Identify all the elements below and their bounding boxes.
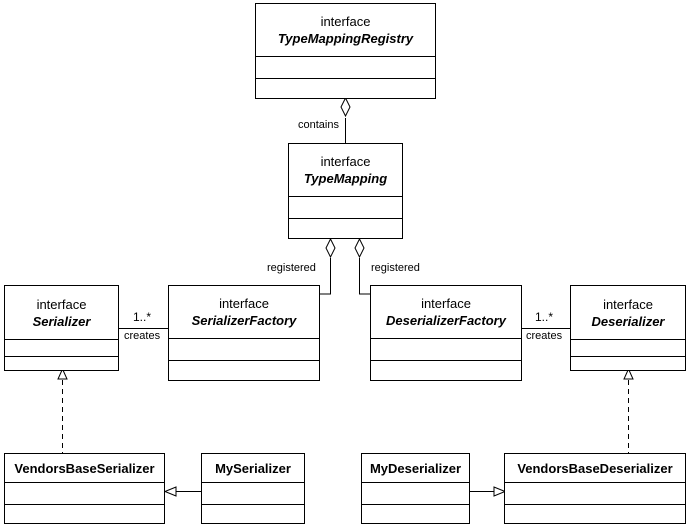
attributes-compartment [5, 483, 164, 505]
class-name: VendorsBaseDeserializer [517, 460, 673, 476]
class-header: MyDeserializer [362, 454, 469, 483]
class-header: interface DeserializerFactory [371, 286, 521, 339]
attributes-compartment [256, 57, 435, 79]
class-deserializer-factory[interactable]: interface DeserializerFactory [370, 285, 522, 381]
creates-right-label: creates [526, 330, 563, 342]
class-header: interface SerializerFactory [169, 286, 319, 339]
class-serializer[interactable]: interface Serializer [4, 285, 119, 371]
class-vendors-base-deserializer[interactable]: VendorsBaseDeserializer [504, 453, 686, 524]
operations-compartment [571, 357, 685, 370]
class-name: MyDeserializer [369, 460, 462, 476]
operations-compartment [289, 219, 402, 238]
operations-compartment [202, 505, 304, 523]
stereotype-label: interface [603, 296, 653, 312]
stereotype-label: interface [219, 296, 269, 311]
class-type-mapping-registry[interactable]: interface TypeMappingRegistry [255, 3, 436, 99]
registered-right-label: registered [371, 262, 420, 274]
contains-diamond [340, 96, 351, 118]
class-header: interface TypeMapping [289, 144, 402, 197]
realization-serializer-head [57, 367, 68, 380]
attributes-compartment [371, 339, 521, 361]
class-my-deserializer[interactable]: MyDeserializer [361, 453, 470, 524]
registered-left-diamond [325, 237, 336, 259]
class-name: Deserializer [591, 313, 665, 329]
attributes-compartment [571, 340, 685, 357]
multiplicity-right: 1..* [535, 310, 554, 324]
operations-compartment [362, 505, 469, 523]
operations-compartment [5, 505, 164, 523]
class-name: TypeMapping [303, 171, 388, 186]
class-name: DeserializerFactory [386, 313, 506, 328]
class-name: MySerializer [215, 460, 291, 476]
class-header: VendorsBaseSerializer [5, 454, 164, 483]
class-my-serializer[interactable]: MySerializer [201, 453, 305, 524]
class-header: MySerializer [202, 454, 304, 483]
operations-compartment [5, 357, 118, 370]
generalization-deserializer-head [493, 486, 507, 497]
class-header: VendorsBaseDeserializer [505, 454, 685, 483]
operations-compartment [505, 505, 685, 523]
class-vendors-base-serializer[interactable]: VendorsBaseSerializer [4, 453, 165, 524]
attributes-compartment [169, 339, 319, 361]
registered-left-line [319, 258, 331, 295]
multiplicity-left: 1..* [133, 310, 152, 324]
class-serializer-factory[interactable]: interface SerializerFactory [168, 285, 320, 381]
stereotype-label: interface [36, 296, 87, 312]
attributes-compartment [362, 483, 469, 505]
realization-deserializer-head [623, 367, 634, 380]
stereotype-label: interface [320, 154, 371, 169]
class-header: interface Deserializer [571, 286, 685, 340]
stereotype-label: interface [421, 296, 471, 311]
operations-compartment [169, 361, 319, 380]
class-header: interface Serializer [5, 286, 118, 340]
class-type-mapping[interactable]: interface TypeMapping [288, 143, 403, 239]
attributes-compartment [5, 340, 118, 357]
class-name: TypeMappingRegistry [277, 31, 414, 46]
registered-right-diamond [354, 237, 365, 259]
stereotype-label: interface [320, 14, 371, 29]
creates-left-label: creates [124, 330, 161, 342]
generalization-serializer-head [163, 486, 177, 497]
class-name: SerializerFactory [191, 313, 297, 328]
registered-right-line [359, 258, 371, 295]
class-name: Serializer [32, 313, 91, 329]
attributes-compartment [202, 483, 304, 505]
class-header: interface TypeMappingRegistry [256, 4, 435, 57]
operations-compartment [256, 79, 435, 98]
contains-label: contains [298, 119, 339, 131]
attributes-compartment [289, 197, 402, 219]
class-name: VendorsBaseSerializer [14, 460, 155, 476]
attributes-compartment [505, 483, 685, 505]
class-deserializer[interactable]: interface Deserializer [570, 285, 686, 371]
operations-compartment [371, 361, 521, 380]
registered-left-label: registered [267, 262, 316, 274]
